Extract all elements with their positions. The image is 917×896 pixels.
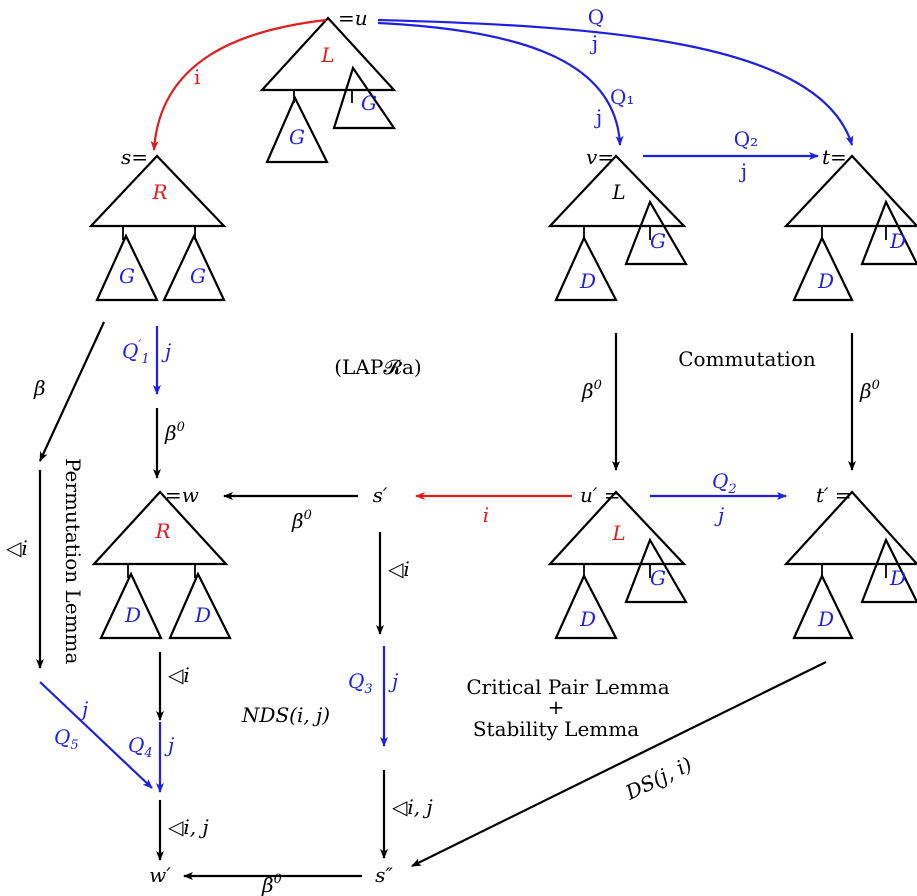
node-w-subtree-1: D <box>124 603 141 627</box>
edge-u-prime-t-prime-label-bottom: j <box>714 503 724 527</box>
edge-u-prime-s-prime-label: i <box>483 503 489 527</box>
edge-v-t-label-bottom: j <box>739 159 747 183</box>
edge-u-s <box>150 18 327 151</box>
node-v-root: L <box>611 180 625 204</box>
node-v-label: v= <box>586 145 614 169</box>
node-u-prime-label: u′ = <box>580 483 621 507</box>
annotation-commutation: Commutation <box>678 347 816 371</box>
node-s-root: R <box>151 180 167 204</box>
edge-q4-label-right: j <box>164 733 174 757</box>
annotation-critical-pair: Critical Pair Lemma <box>466 675 669 699</box>
edge-s-dprime-w-prime-label: β0 <box>261 872 282 896</box>
tree-u: =u L G G <box>259 6 397 164</box>
edge-u-prime-t-prime-label-top: Q2 <box>712 469 737 497</box>
node-s-subtree-1: G <box>119 264 135 288</box>
edge-s-prime-w-label: β0 <box>291 508 312 533</box>
edge-s-diagonal <box>39 321 105 462</box>
node-t-prime-subtree-2: D <box>889 566 906 590</box>
edge-left-triangle-label: ◁i <box>5 536 28 560</box>
tree-v: v= L D G <box>547 145 688 302</box>
annotation-nds: NDS(i, j) <box>241 703 330 727</box>
node-t-prime-subtree-1: D <box>817 607 834 631</box>
edge-u-v-label-bottom: j <box>594 105 602 129</box>
node-u-label: =u <box>338 6 368 30</box>
node-u-subtree-2: G <box>361 91 377 115</box>
edge-w-w-prime-label: ◁i, j <box>167 815 209 839</box>
node-w-label: =w <box>165 483 199 507</box>
edge-q5-label-bottom: Q5 <box>54 725 79 753</box>
node-s-prime: s′ <box>373 483 388 507</box>
edge-s-dprime-in-label: ◁i, j <box>391 795 433 819</box>
edge-q5-label-top: j <box>78 697 88 721</box>
node-w-root: R <box>154 519 170 543</box>
tree-t: t= D D <box>783 145 917 302</box>
node-u-prime-subtree-2: G <box>650 566 666 590</box>
node-w-subtree-2: D <box>194 603 211 627</box>
node-w-prime: w′ <box>149 863 171 887</box>
annotation-permutation-lemma: Permutation Lemma <box>61 458 85 665</box>
edge-s-q1prime-label-right: j <box>161 339 171 363</box>
node-v-subtree-1: D <box>579 269 596 293</box>
edge-u-v <box>377 21 624 146</box>
edge-s-diagonal-label: β <box>33 376 46 400</box>
edge-ds <box>411 661 827 867</box>
node-u-prime-root: L <box>611 521 625 545</box>
edge-q4-label-left: Q4 <box>128 733 153 761</box>
node-u-subtree-1: G <box>289 125 305 149</box>
edge-s-prime-down-label: ◁i <box>387 557 410 581</box>
edge-q3-label-right: j <box>388 669 398 693</box>
node-t-subtree-2: D <box>889 229 906 253</box>
node-u-root: L <box>320 43 334 67</box>
node-t-label: t= <box>822 145 847 169</box>
edge-w-down-label: ◁i <box>167 663 190 687</box>
tree-w: =w R D D <box>91 483 232 640</box>
edge-u-s-label: i <box>194 65 200 89</box>
annotation-plus: + <box>548 695 565 719</box>
edge-s-q1prime-label-left: Q′1 <box>122 338 150 367</box>
edge-q1prime-w-label: β0 <box>164 420 185 445</box>
node-t-subtree-1: D <box>817 269 834 293</box>
tree-u-prime: u′ = L D G <box>547 483 688 640</box>
edge-u-t-label-bottom: j <box>590 31 598 55</box>
edge-u-v-label-top: Q₁ <box>610 85 634 109</box>
tree-s: s= R G G <box>88 145 227 302</box>
node-s-dprime: s″ <box>375 863 393 887</box>
node-u-prime-subtree-1: D <box>579 607 596 631</box>
annotation-lapra: (LAP𝓡a) <box>334 355 421 379</box>
edge-t-t-prime-label: β0 <box>859 378 880 403</box>
node-s-label: s= <box>121 145 148 169</box>
edge-ds-label: DS(j, i) <box>621 752 696 805</box>
node-v-subtree-2: G <box>650 229 666 253</box>
edge-u-t <box>377 18 854 146</box>
edge-v-u-prime-label: β0 <box>581 378 602 403</box>
node-s-subtree-2: G <box>190 264 206 288</box>
edge-q5 <box>39 681 153 789</box>
tree-t-prime: t′ = D D <box>783 483 917 640</box>
annotation-stability: Stability Lemma <box>473 717 639 741</box>
edge-u-t-label-top: Q <box>588 5 604 29</box>
edge-v-t-label-top: Q₂ <box>734 127 758 151</box>
edge-q3-label-left: Q3 <box>348 669 373 697</box>
node-t-prime-label: t′ = <box>816 483 852 507</box>
